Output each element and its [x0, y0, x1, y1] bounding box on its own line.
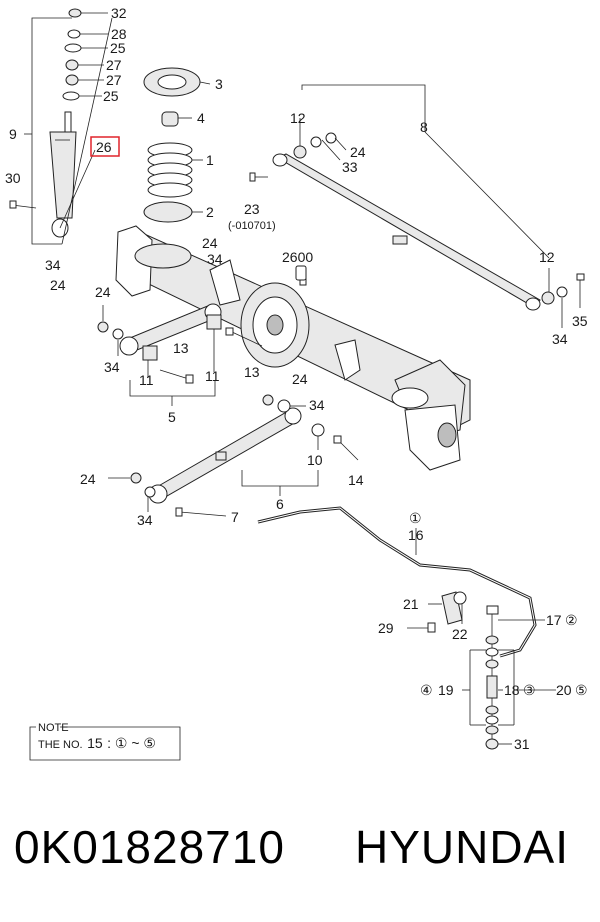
part-number: 0K01828710 [14, 821, 285, 873]
label-10: 10 [307, 452, 323, 468]
circled-5-marker: ⑤ [575, 682, 588, 698]
note-number: 15 [87, 735, 103, 751]
caption: 0K01828710 HYUNDAI [0, 820, 600, 890]
circled-2-marker: ② [565, 612, 578, 628]
label-12: 12 [290, 110, 306, 126]
label-2: 2 [206, 204, 214, 220]
label-34: 34 [45, 257, 61, 273]
label-1: 1 [206, 152, 214, 168]
axle-housing-group [115, 225, 471, 471]
shock-absorber-group [9, 8, 113, 245]
label-23-note: (-010701) [228, 220, 276, 232]
note-text: THE NO. 15 : ① ~ ⑤ [38, 735, 156, 752]
lower-arm-group [108, 394, 359, 517]
label-8: 8 [420, 119, 428, 135]
label-18: 18 [504, 682, 520, 698]
label-22: 22 [452, 626, 468, 642]
label-27: 27 [106, 57, 122, 73]
label-25: 25 [103, 88, 119, 104]
note-box: NOTE THE NO. 15 : ① ~ ⑤ [29, 722, 181, 761]
note-prefix: THE NO. [38, 739, 83, 751]
label-34: 34 [309, 397, 325, 413]
label-25: 25 [110, 40, 126, 56]
label-16: 16 [408, 527, 424, 543]
label-34: 34 [207, 251, 223, 267]
label-24: 24 [292, 371, 308, 387]
label-14: 14 [348, 472, 364, 488]
label-12: 12 [539, 249, 555, 265]
label-26-highlighted: 26 [96, 139, 112, 155]
stabilizer-group [257, 506, 556, 750]
label-24: 24 [50, 277, 66, 293]
circled-3-marker: ③ [523, 682, 536, 698]
label-27: 27 [106, 72, 122, 88]
label-34: 34 [104, 359, 120, 375]
lateral-rod-group [249, 84, 585, 328]
label-24: 24 [80, 471, 96, 487]
brand-name: HYUNDAI [355, 821, 570, 873]
label-11: 11 [205, 368, 220, 384]
parts-diagram: 32 28 25 27 27 25 9 26 30 3 4 1 2 12 8 2… [5, 5, 588, 761]
label-21: 21 [403, 596, 419, 612]
note-range: : ① ~ ⑤ [107, 735, 156, 751]
note-title: NOTE [38, 722, 69, 734]
label-6: 6 [276, 496, 284, 512]
upper-arm-group [97, 303, 263, 406]
label-32: 32 [111, 5, 127, 21]
part-labels: 32 28 25 27 27 25 9 26 30 3 4 1 2 12 8 2… [5, 5, 588, 752]
label-4: 4 [197, 110, 205, 126]
label-31: 31 [514, 736, 530, 752]
label-23: 23 [244, 201, 260, 217]
label-24: 24 [350, 144, 366, 160]
highlight-box [90, 136, 120, 157]
label-34: 34 [552, 331, 568, 347]
coil-spring-group [143, 67, 211, 223]
label-33: 33 [342, 159, 358, 175]
label-13: 13 [244, 364, 260, 380]
label-17: 17 [546, 612, 562, 628]
label-24: 24 [95, 284, 111, 300]
label-19: 19 [438, 682, 454, 698]
label-9: 9 [9, 126, 17, 142]
label-20: 20 [556, 682, 572, 698]
label-30: 30 [5, 170, 21, 186]
label-35: 35 [572, 313, 588, 329]
label-34: 34 [137, 512, 153, 528]
label-5: 5 [168, 409, 176, 425]
circled-1-marker: ① [409, 510, 422, 526]
label-24: 24 [202, 235, 218, 251]
label-28: 28 [111, 26, 127, 42]
label-13: 13 [173, 340, 189, 356]
label-29: 29 [378, 620, 394, 636]
label-2600: 2600 [282, 249, 313, 265]
label-7: 7 [231, 509, 239, 525]
circled-4-marker: ④ [420, 682, 433, 698]
label-3: 3 [215, 76, 223, 92]
label-11: 11 [139, 372, 154, 388]
